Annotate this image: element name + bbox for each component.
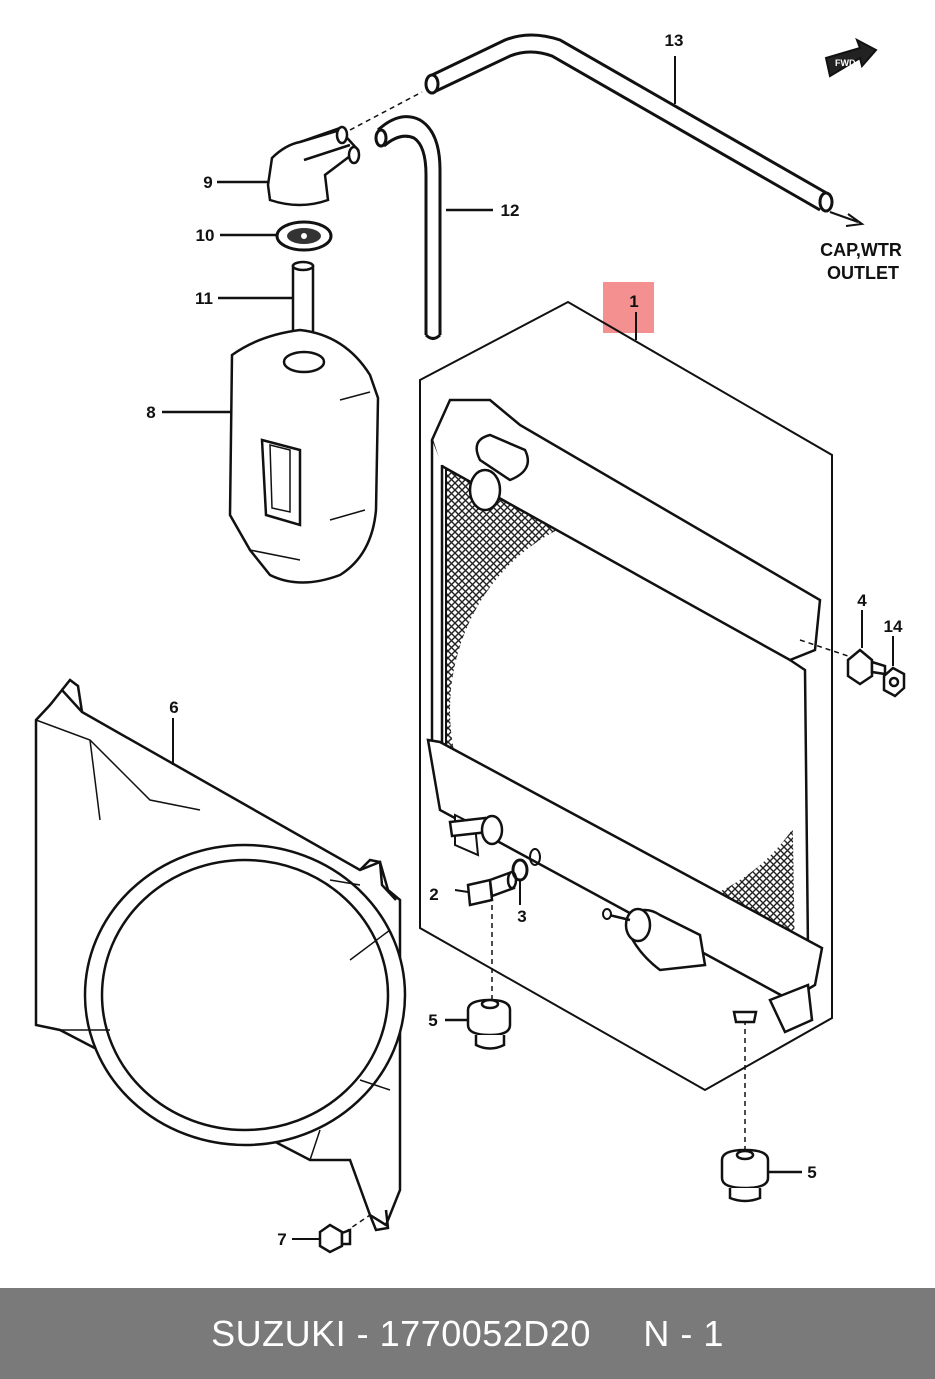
callout-7: 7 bbox=[277, 1230, 286, 1249]
callout-13: 13 bbox=[665, 31, 684, 50]
part-6-fan-shroud bbox=[34, 678, 407, 1232]
part-12-hose bbox=[374, 115, 442, 340]
callout-10: 10 bbox=[196, 226, 215, 245]
fwd-label: FWD bbox=[835, 58, 856, 68]
part-9-reservoir-cap bbox=[266, 125, 361, 207]
part-1-radiator-box bbox=[419, 300, 833, 1092]
forward-arrow-icon: FWD bbox=[824, 37, 878, 78]
part-2-drain-plug bbox=[466, 870, 518, 907]
callout-4: 4 bbox=[857, 591, 867, 610]
part-8-reservoir-tank bbox=[228, 328, 380, 584]
part-4-bolt bbox=[846, 648, 887, 686]
callout-2: 2 bbox=[429, 885, 438, 904]
callout-5-right: 5 bbox=[807, 1163, 816, 1182]
callout-5-left: 5 bbox=[428, 1011, 437, 1030]
callout-6: 6 bbox=[169, 698, 178, 717]
part-1-highlight bbox=[603, 282, 654, 333]
part-7-bolt bbox=[318, 1223, 352, 1254]
callout-14: 14 bbox=[884, 617, 903, 636]
callout-3: 3 bbox=[517, 907, 526, 926]
part-5-grommet-left bbox=[466, 998, 512, 1050]
part-1-radiator bbox=[426, 398, 830, 1034]
footer-bar: SUZUKI - 1770052D20 N - 1 bbox=[0, 1288, 935, 1379]
radiator-parts-diagram: FWD bbox=[34, 31, 906, 1254]
part-13-hose bbox=[424, 33, 834, 213]
part-10-gasket bbox=[275, 220, 333, 252]
callout-11: 11 bbox=[195, 289, 213, 308]
part-5-grommet-right bbox=[720, 1148, 770, 1203]
note-cap-wtr: CAP,WTR bbox=[820, 240, 902, 260]
callout-1: 1 bbox=[629, 292, 638, 311]
callout-8: 8 bbox=[146, 403, 155, 422]
part-14-nut bbox=[882, 666, 906, 698]
callout-9: 9 bbox=[203, 173, 212, 192]
callout-12: 12 bbox=[501, 201, 520, 220]
note-outlet: OUTLET bbox=[827, 263, 899, 283]
part-number-label: SUZUKI - 1770052D20 N - 1 bbox=[211, 1312, 724, 1354]
